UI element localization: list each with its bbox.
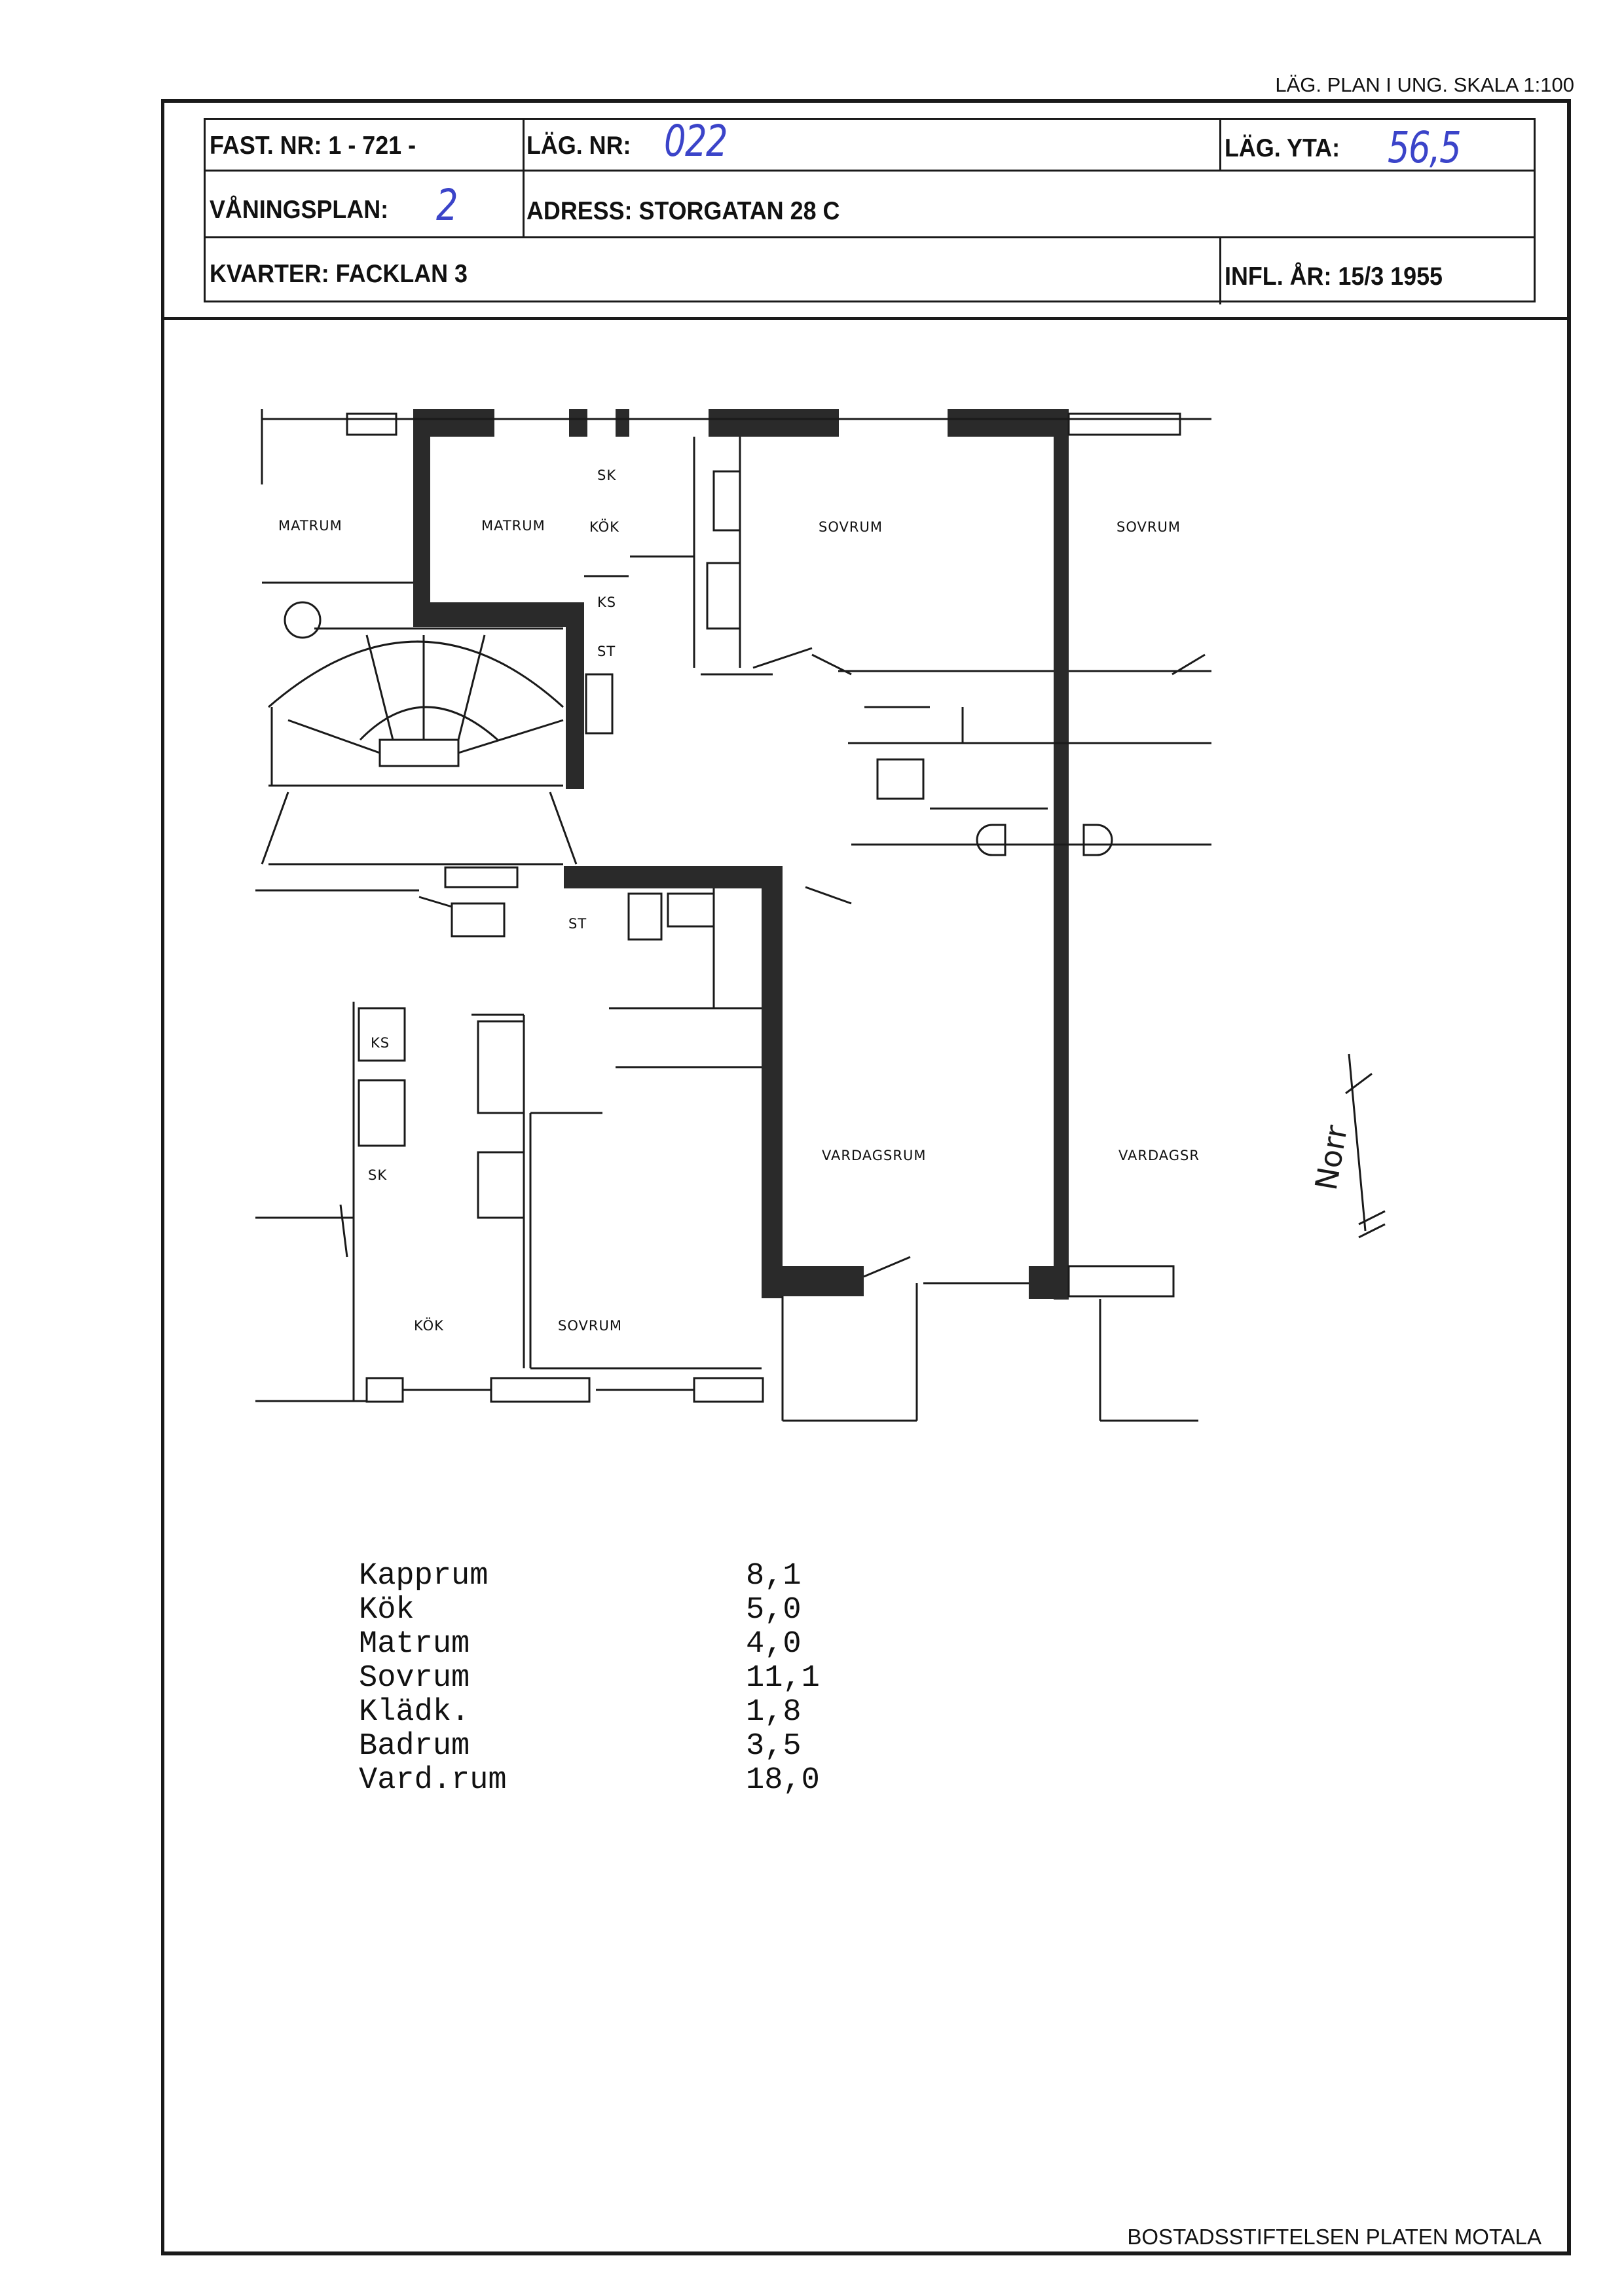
room-label: SOVRUM <box>558 1318 622 1334</box>
north-label: Norr <box>1308 1122 1354 1193</box>
header-table: FAST. NR: 1 - 721 - LÄG. NR: 022 LÄG. YT… <box>204 116 1536 304</box>
north-arrow: Norr <box>1308 1053 1386 1239</box>
lag-nr-label: LÄG. NR: <box>526 132 631 160</box>
adress: ADRESS: STORGATAN 28 C <box>526 197 840 225</box>
room-label: KS <box>371 1035 390 1051</box>
room-label: SOVRUM <box>819 519 883 535</box>
room-label: KS <box>597 594 616 610</box>
lag-nr-value: 022 <box>664 116 728 166</box>
load-bearing-walls <box>413 409 1069 1300</box>
partition-lines <box>255 409 1218 1422</box>
fast-nr: FAST. NR: 1 - 721 - <box>210 132 416 160</box>
north-arrow-line <box>1348 1053 1367 1231</box>
col-divider <box>1219 236 1221 304</box>
room-label: KÖK <box>589 519 619 535</box>
infl-ar: INFL. ÅR: 15/3 1955 <box>1225 263 1443 291</box>
room-label: MATRUM <box>278 518 342 534</box>
room-label: SK <box>368 1167 387 1183</box>
page-frame <box>161 99 1571 2255</box>
vaningsplan-value: 2 <box>436 180 458 230</box>
lag-yta-value: 56,5 <box>1388 122 1462 173</box>
area-row: Klädk.1,8 <box>359 1695 802 1730</box>
room-label: VARDAGSR <box>1118 1148 1200 1163</box>
kvarter: KVARTER: FACKLAN 3 <box>210 260 468 288</box>
vaningsplan-label: VÅNINGSPLAN: <box>210 196 389 224</box>
col-divider <box>523 120 525 236</box>
room-label: SK <box>597 467 616 483</box>
row-divider <box>206 236 1534 238</box>
footer-organization: BOSTADSSTIFTELSEN PLATEN MOTALA <box>1127 2225 1541 2249</box>
room-label: KÖK <box>414 1317 444 1334</box>
room-label: SOVRUM <box>1116 519 1181 535</box>
room-labels: MATRUM MATRUM KÖK SK KS ST SOVRUM SOVRUM… <box>278 467 1200 1334</box>
scale-label: LÄG. PLAN I UNG. SKALA 1:100 <box>1275 73 1574 96</box>
room-label: ST <box>568 916 587 932</box>
row-divider <box>206 170 1534 172</box>
room-label: ST <box>597 644 616 659</box>
plan-crop-edge <box>1211 393 1238 1440</box>
lag-yta-label: LÄG. YTA: <box>1225 134 1340 162</box>
room-label: MATRUM <box>481 518 545 534</box>
room-label: VARDAGSRUM <box>822 1148 926 1163</box>
col-divider <box>1219 120 1221 170</box>
header-divider <box>161 317 1569 320</box>
